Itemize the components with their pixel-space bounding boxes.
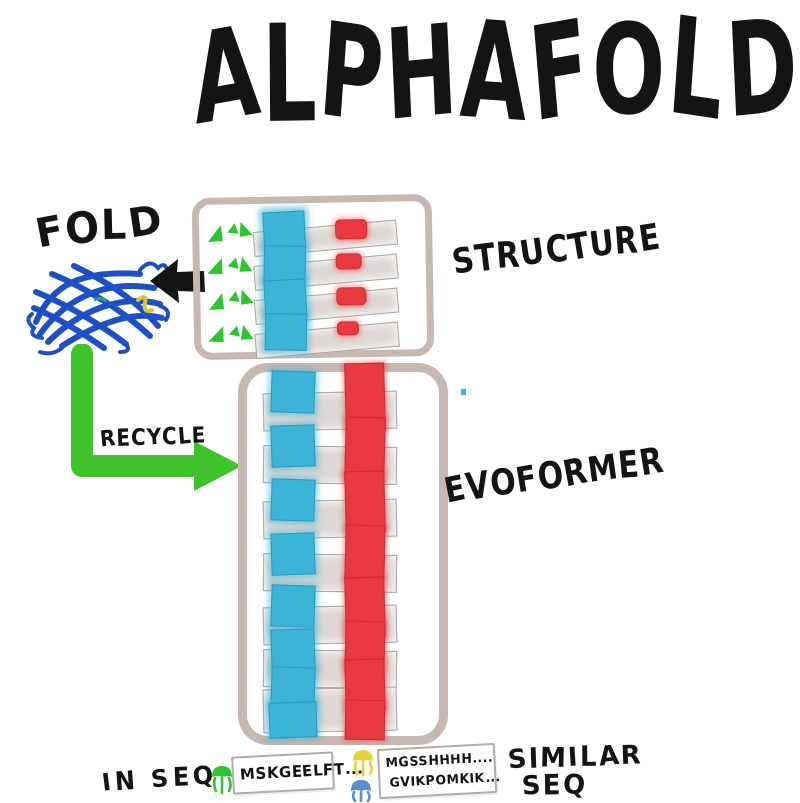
pair-cell-red <box>336 321 360 336</box>
pair-cell-red <box>344 470 386 532</box>
green-jellyfish-icon <box>212 766 232 795</box>
msa-cell-blue <box>264 313 308 351</box>
input-sequence-box: MSKGEELFT... <box>231 751 364 795</box>
msa-cell-blue <box>270 370 316 414</box>
confidence-marks-green <box>207 221 253 243</box>
evoformer-label: EVOFORMER <box>441 439 667 512</box>
msa-cell-blue <box>270 584 316 628</box>
pair-cell-red <box>335 219 368 240</box>
confidence-marks-green <box>207 256 253 275</box>
input-sequence-text: MSKGEELFT... <box>239 758 364 784</box>
helix-yellow-stroke <box>136 295 154 314</box>
similar-sequence-text-2: GVIKPOMKIK... <box>388 768 501 790</box>
black-arrow-left-icon <box>150 259 205 303</box>
similar-sequences-box: MGSSHHHH.... GVIKPOMKIK... <box>376 742 501 800</box>
msa-cell-blue <box>270 628 316 672</box>
similar-seq-label-line2: SEQ <box>520 769 588 802</box>
structure-module <box>191 193 435 361</box>
page-title: ALPHAFOLD <box>186 0 800 155</box>
evoformer-module <box>238 362 448 745</box>
pair-cell-red <box>335 253 362 270</box>
blue-jellyfish-icon <box>351 780 371 802</box>
stray-blue-dot <box>461 389 466 395</box>
structure-label: STRUCTURE <box>449 216 664 284</box>
msa-cell-blue <box>263 245 307 283</box>
recycle-label: RECYCLE <box>98 421 207 452</box>
pair-cell-red <box>336 287 367 306</box>
msa-cell-blue <box>270 424 316 468</box>
protein-ribbon-icon <box>26 261 171 356</box>
msa-cell-blue <box>262 210 307 250</box>
pair-cell-red <box>344 524 386 580</box>
green-recycle-arrow-icon <box>71 344 242 491</box>
yellow-jellyfish-icon <box>353 750 373 777</box>
msa-input-blue <box>268 701 318 739</box>
msa-cell-blue <box>270 532 316 576</box>
msa-cell-blue <box>263 278 308 318</box>
pair-input-red <box>344 699 386 741</box>
confidence-marks-green <box>209 289 254 311</box>
confidence-marks-green <box>208 324 254 343</box>
input-sequence-label: IN SEQ <box>100 759 219 797</box>
msa-cell-blue <box>270 478 316 522</box>
